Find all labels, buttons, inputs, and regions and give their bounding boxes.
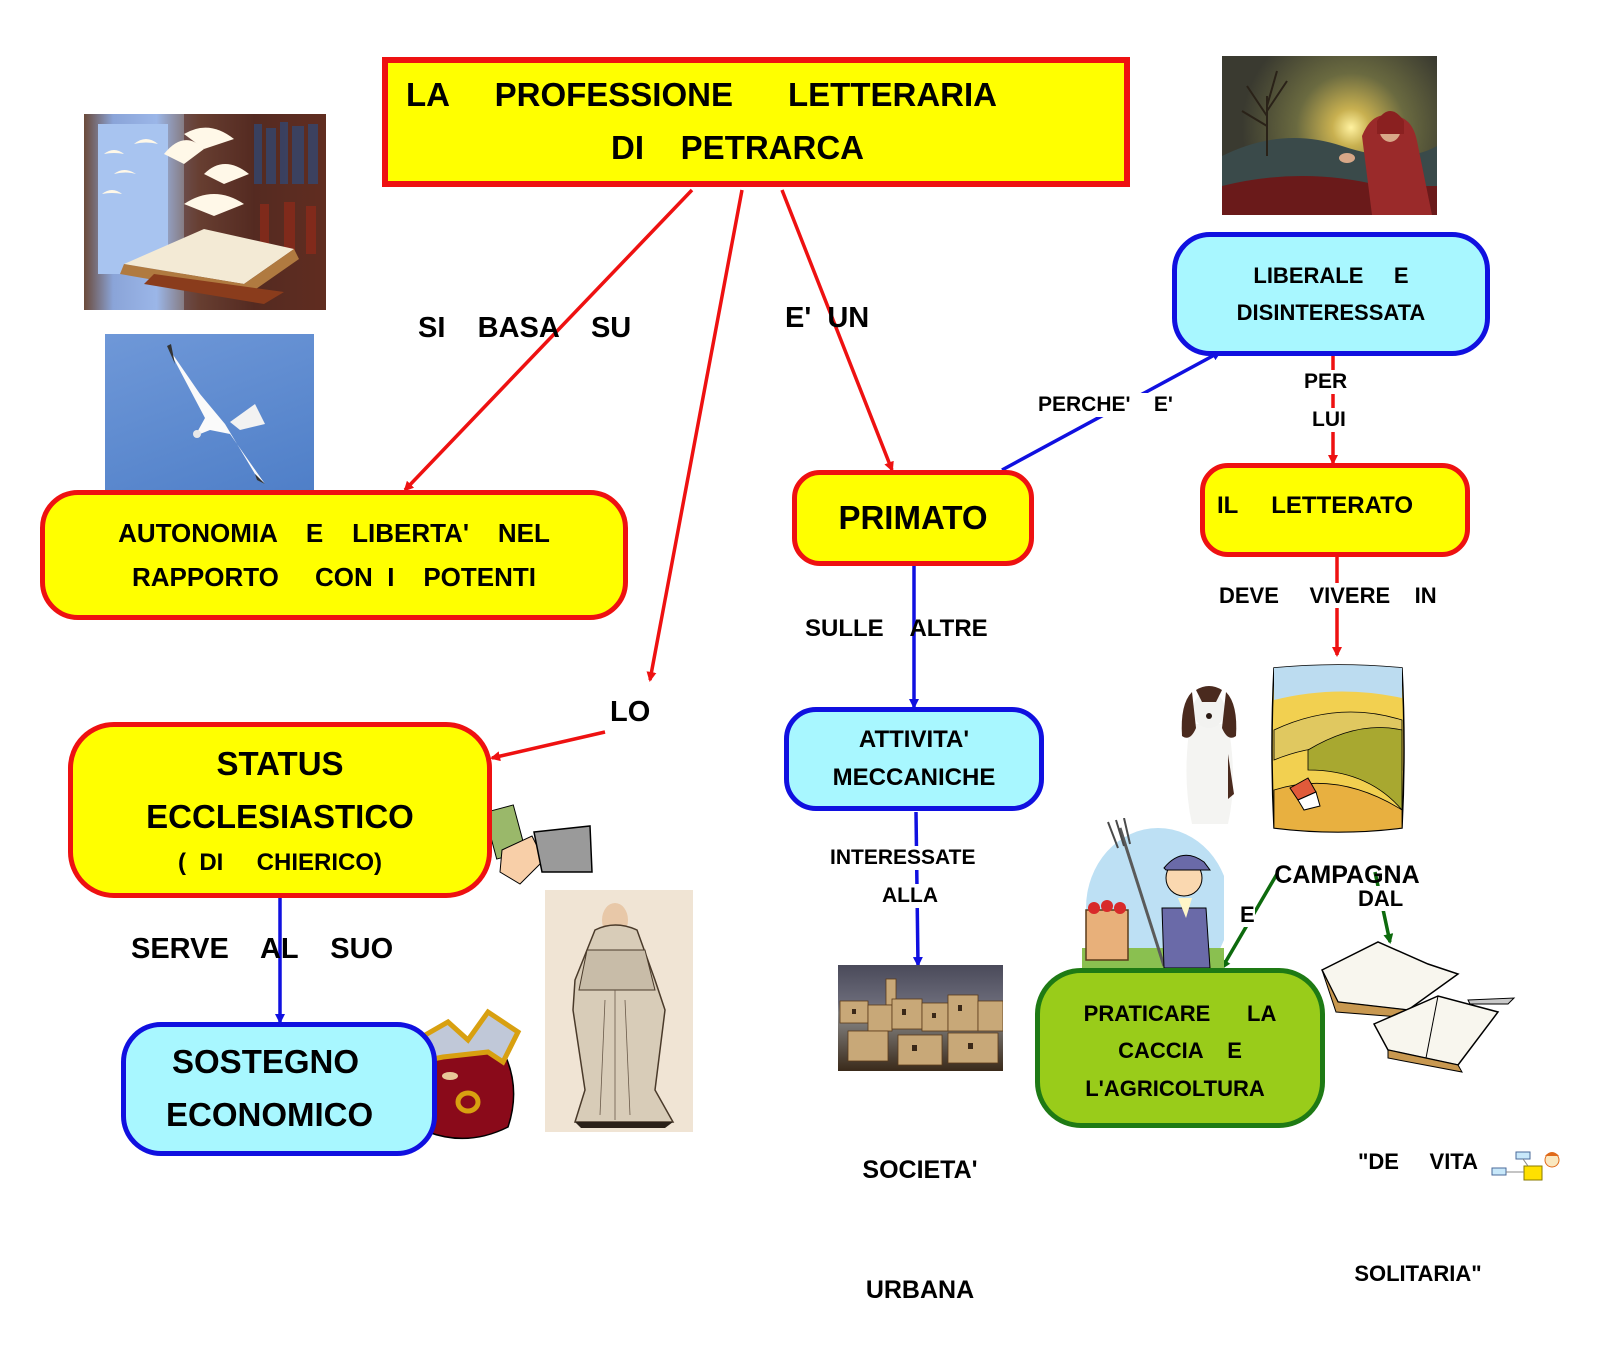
node-campagna-line-1: CAMPAGNA	[1274, 860, 1420, 889]
farmer-clipart	[1082, 818, 1224, 968]
node-sostegno-line-2: ECONOMICO	[166, 1096, 374, 1133]
label-per: PER	[1304, 370, 1348, 395]
node-societa-urbana[interactable]: SOCIETA' URBANA	[840, 1070, 1000, 1350]
seagull-photo	[105, 334, 314, 490]
label-lui: LUI	[1312, 408, 1346, 433]
node-status-ecclesiastico[interactable]: STATUS ECCLESIASTICO ( DI CHIERICO)	[68, 722, 492, 898]
label-alla: ALLA	[882, 884, 938, 909]
purse-clipart	[388, 1002, 533, 1144]
concept-map-logo	[1490, 1148, 1565, 1198]
label-dal: DAL	[1358, 886, 1404, 912]
node-autonomia-line-1: AUTONOMIA E LIBERTA' NEL	[118, 517, 550, 548]
monk-engraving	[545, 890, 693, 1132]
node-attivita-line-2: MECCANICHE	[832, 764, 996, 791]
label-serve-al-suo: SERVE AL SUO	[131, 933, 394, 965]
node-liberale-line-2: DISINTERESSATA	[1236, 300, 1426, 326]
node-status-line-2: ECCLESIASTICO	[146, 797, 414, 835]
node-liberale-disinteressata[interactable]: LIBERALE E DISINTERESSATA	[1172, 232, 1490, 356]
node-status-line-3: ( DI CHIERICO)	[178, 848, 382, 876]
node-campagna[interactable]: CAMPAGNA	[1258, 832, 1422, 890]
node-letterato-line-1: IL LETTERATO	[1217, 492, 1414, 519]
node-sostegno-line-1: SOSTEGNO	[172, 1043, 360, 1081]
node-praticare-caccia-agricoltura[interactable]: PRATICARE LA CACCIA E L'AGRICOLTURA	[1035, 968, 1325, 1128]
node-de-vita-solitaria[interactable]: "DE VITA SOLITARIA"	[1338, 1068, 1498, 1330]
title-line-2: DI PETRARCA	[611, 129, 865, 166]
node-praticare-line-3: L'AGRICOLTURA	[1085, 1075, 1265, 1101]
node-primato-line-1: PRIMATO	[838, 499, 988, 536]
node-devita-line-1: "DE VITA	[1357, 1148, 1479, 1174]
open-books-clipart	[1318, 940, 1518, 1075]
node-autonomia-line-2: RAPPORTO CON I POTENTI	[131, 562, 536, 592]
node-il-letterato[interactable]: IL LETTERATO	[1200, 463, 1470, 557]
node-societa-line-1: SOCIETA'	[862, 1156, 978, 1184]
label-interessate: INTERESSATE	[830, 846, 976, 871]
node-status-line-1: STATUS	[216, 745, 344, 782]
label-lo: LO	[610, 696, 651, 730]
node-praticare-line-1: PRATICARE LA	[1083, 1001, 1277, 1026]
node-praticare-line-2: CACCIA E	[1118, 1038, 1242, 1064]
link-si-basa-su	[403, 188, 694, 492]
spaniel-photo	[1172, 684, 1246, 828]
petrarch-painting	[1222, 56, 1437, 215]
label-e: E	[1240, 902, 1255, 928]
node-primato[interactable]: PRIMATO	[792, 470, 1034, 566]
label-sulle-altre: SULLE ALTRE	[805, 615, 988, 642]
title-node: LA PROFESSIONE LETTERARIA DI PETRARCA	[382, 57, 1130, 187]
flying-book-painting	[84, 114, 326, 310]
title-line-1: LA PROFESSIONE LETTERARIA	[406, 76, 997, 114]
node-liberale-line-1: LIBERALE E	[1253, 263, 1409, 288]
link-e-un	[780, 189, 894, 472]
label-e-un: E' UN	[785, 302, 870, 334]
node-societa-line-2: URBANA	[865, 1276, 975, 1304]
node-devita-line-2: SOLITARIA"	[1354, 1260, 1482, 1286]
hill-town-photo	[838, 965, 1003, 1071]
node-autonomia[interactable]: AUTONOMIA E LIBERTA' NEL RAPPORTO CON I …	[40, 490, 628, 620]
node-sostegno-economico[interactable]: SOSTEGNO ECONOMICO	[121, 1022, 437, 1156]
label-si-basa-su: SI BASA SU	[418, 312, 632, 344]
label-perche-e: PERCHE' E'	[1038, 393, 1173, 418]
link-lo-2	[490, 730, 606, 762]
node-attivita-meccaniche[interactable]: ATTIVITA' MECCANICHE	[784, 707, 1044, 811]
link-lo	[646, 189, 744, 682]
label-deve-vivere-in: DEVE VIVERE IN	[1219, 583, 1437, 609]
node-attivita-line-1: ATTIVITA'	[858, 725, 970, 753]
countryside-clipart	[1268, 660, 1408, 836]
